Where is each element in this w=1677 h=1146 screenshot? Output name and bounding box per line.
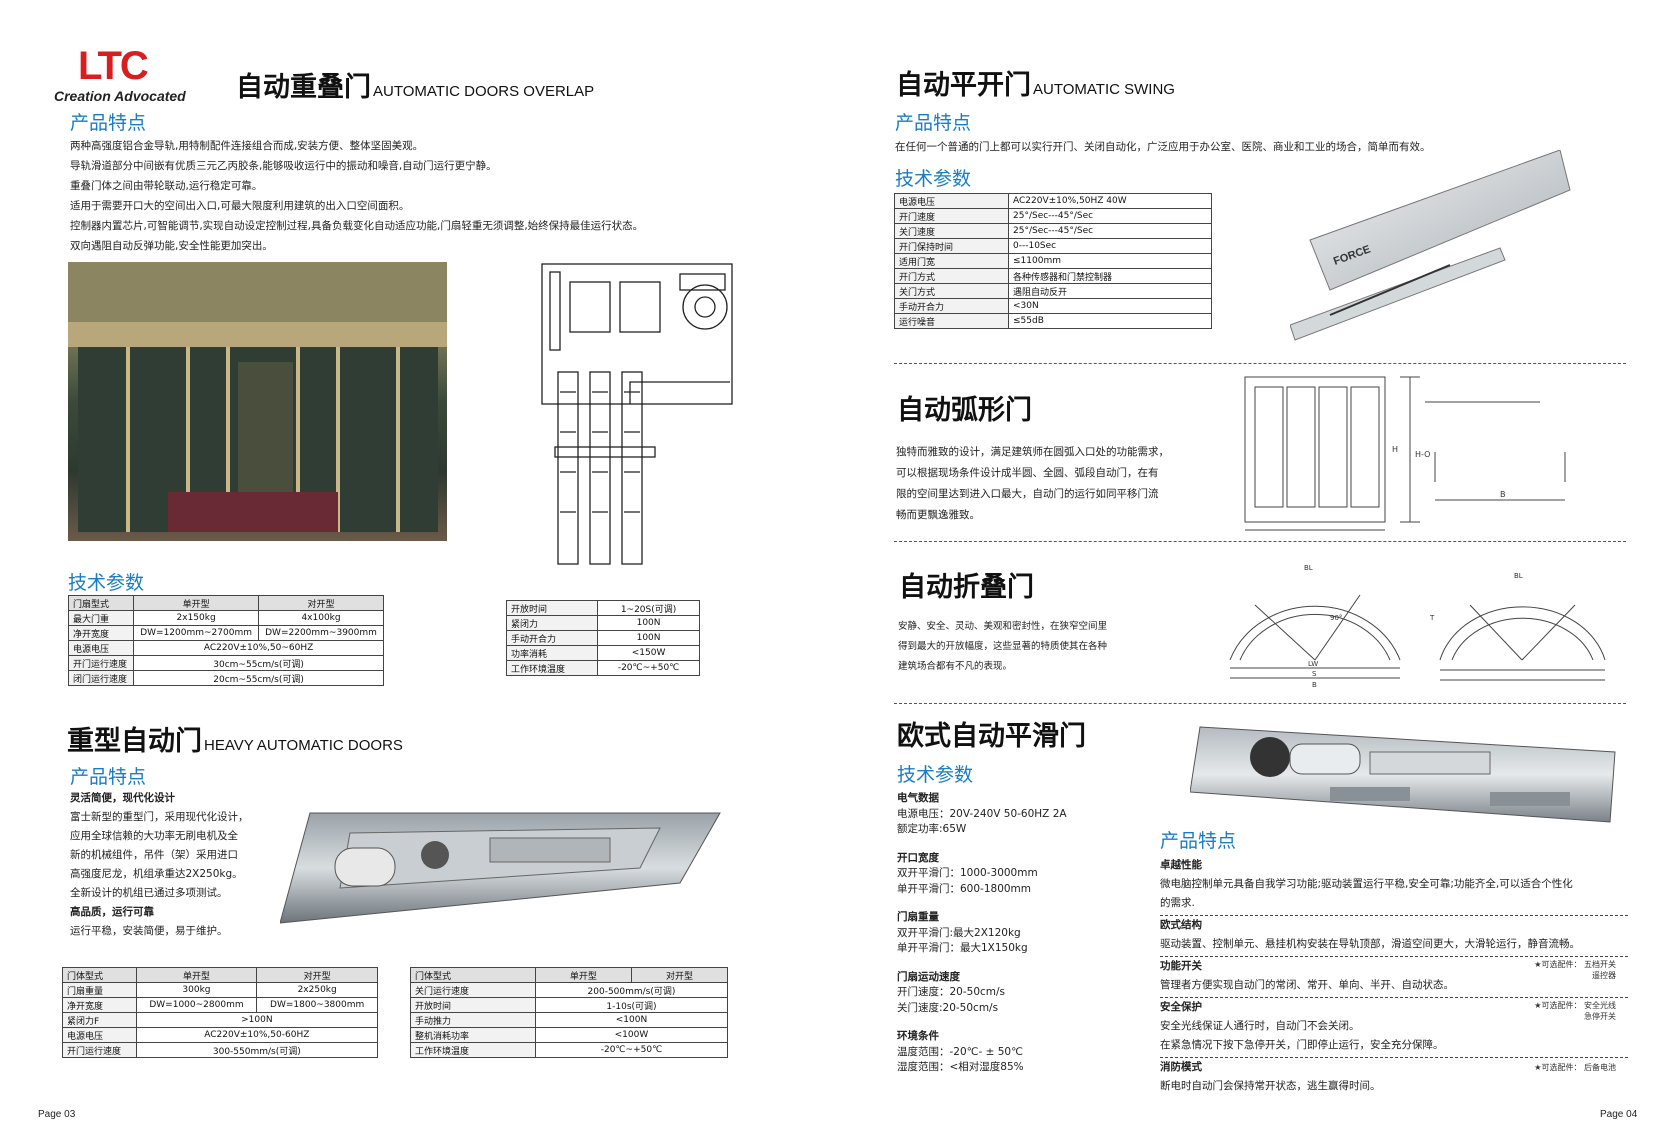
optional-accessory-note: ★可选配件： 五档开关遥控器 (1534, 960, 1616, 980)
fold-door-drawings: BL 90° LW S B BL T (1229, 564, 1606, 689)
swing-spec-heading: 技术参数 (895, 168, 972, 190)
feature-line: 导轨滑道部分中间嵌有优质三元乙丙胶条,能够吸收运行中的振动和噪音,自动门运行更宁… (70, 160, 497, 172)
optional-accessory-note: ★可选配件： 后备电池 (1534, 1063, 1616, 1072)
overlap-features-list: 两种高强度铝合金导轨,用特制配件连接组合而成,安装方便、整体坚固美观。 导轨滑道… (70, 136, 643, 256)
heavy-door-operator-image (280, 812, 721, 924)
logo-slogan: Creation Advocated (54, 88, 186, 104)
svg-text:H: H (1392, 445, 1398, 454)
photo-illustration (68, 262, 447, 532)
svg-text:H-O: H-O (1415, 450, 1430, 459)
overlap-features-heading: 产品特点 (70, 112, 147, 134)
swing-features-heading: 产品特点 (895, 112, 972, 134)
feature-line: 新的机械组件，吊件（架）采用进口 (70, 849, 238, 861)
ltc-logo: LTC (78, 44, 149, 88)
swing-operator-image: FORCE (1290, 150, 1571, 341)
euro-spec-heading: 技术参数 (897, 764, 974, 786)
svg-text:S: S (1312, 670, 1317, 678)
feature-line: 全新设计的机组已通过多项测试。 (70, 887, 228, 899)
arc-description: 独特而雅致的设计，满足建筑师在圆弧入口处的功能需求，可以根据现场条件设计成半圆、… (896, 446, 1169, 521)
feature-line: 灵活简便，现代化设计 (70, 792, 175, 804)
euro-features-heading: 产品特点 (1160, 830, 1237, 852)
fold-description: 安静、安全、灵动、美观和密封性，在狭窄空间里得到最大的开放幅度，这些显著的特质使… (898, 621, 1108, 672)
svg-text:BL: BL (1514, 572, 1523, 580)
feature-line: 双向遇阻自动反弹功能,安全性能更加突出。 (70, 240, 273, 252)
euro-operator-image (1190, 726, 1616, 823)
svg-text:LW: LW (1308, 660, 1318, 668)
overlap-door-photo (68, 262, 447, 541)
section-divider (894, 541, 1626, 542)
page-number-left: Page 03 (38, 1109, 76, 1120)
feature-line: 重叠门体之间由带轮联动,运行稳定可靠。 (70, 180, 263, 192)
overlap-spec-heading: 技术参数 (68, 572, 145, 594)
arc-title: 自动弧形门 (897, 395, 1032, 426)
section-divider (894, 703, 1626, 704)
feature-line: 控制器内置芯片,可智能调节,实现自动设定控制过程,具备负载变化自动适应功能,门扇… (70, 220, 644, 232)
svg-text:90°: 90° (1330, 614, 1342, 622)
page-number-right: Page 04 (1600, 1109, 1638, 1120)
feature-line: 两种高强度铝合金导轨,用特制配件连接组合而成,安装方便、整体坚固美观。 (70, 140, 424, 152)
svg-text:B: B (1500, 490, 1506, 499)
feature-line: 运行平稳，安装简便，易于维护。 (70, 925, 228, 937)
heavy-features-heading: 产品特点 (70, 766, 147, 788)
overlap-cross-section-drawing (541, 263, 733, 565)
svg-text:T: T (1429, 614, 1435, 622)
feature-line: 高品质，运行可靠 (70, 906, 154, 918)
optional-accessory-note: ★可选配件： 安全光线急停开关 (1534, 1001, 1616, 1021)
svg-text:BL: BL (1304, 564, 1313, 572)
section-divider (894, 363, 1626, 364)
svg-text:B: B (1310, 531, 1316, 532)
feature-line: 应用全球信赖的大功率无刷电机及全 (70, 830, 238, 842)
swing-description: 在任何一个普通的门上都可以实行开门、关闭自动化，广泛应用于办公室、医院、商业和工… (895, 141, 1431, 153)
euro-title: 欧式自动平滑门 (897, 721, 1086, 752)
fold-title: 自动折叠门 (899, 572, 1034, 603)
arc-door-drawings: H H-O B B (1244, 376, 1566, 532)
svg-text:B: B (1312, 681, 1317, 689)
feature-line: 适用于需要开口大的空间出入口,可最大限度利用建筑的出入口空间面积。 (70, 200, 410, 212)
heavy-features-list: 灵活简便，现代化设计 富士新型的重型门，采用现代化设计， 应用全球信赖的大功率无… (70, 789, 249, 941)
euro-features-list: 卓越性能 微电脑控制单元具备自我学习功能;驱动装置运行平稳,安全可靠;功能齐全,… (1160, 856, 1628, 1096)
feature-line: 高强度尼龙，机组承重达2X250kg。 (70, 868, 243, 880)
feature-line: 富士新型的重型门，采用现代化设计， (70, 811, 249, 823)
